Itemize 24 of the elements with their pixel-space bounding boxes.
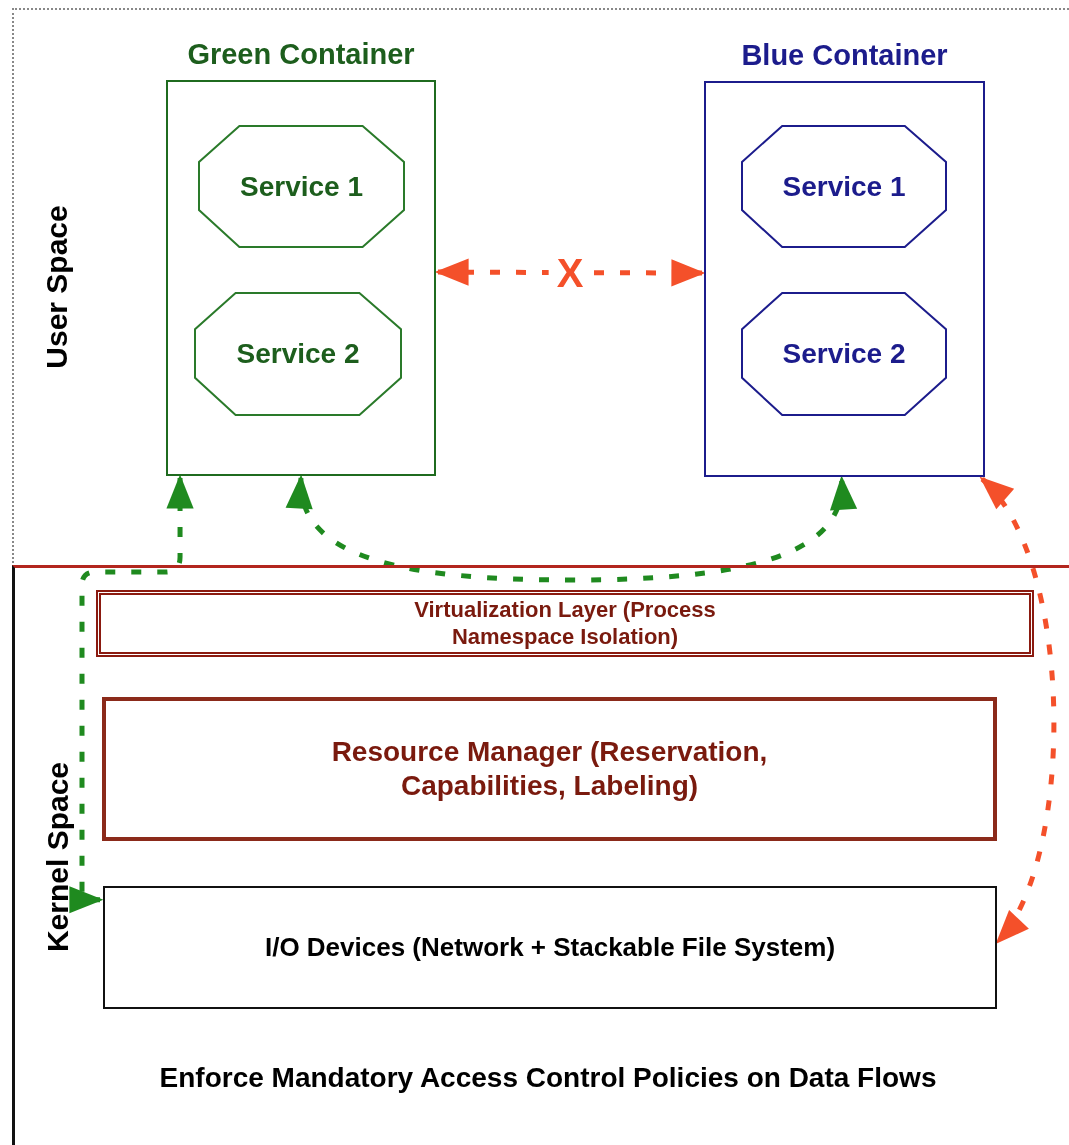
virtualization-layer-box [96,590,1034,657]
user-space-band [12,8,1069,563]
dashed-arrow [434,258,706,287]
kernel-space-band [12,565,1069,1145]
service-octagon [198,125,405,248]
layer-label: Virtualization Layer (Process Namespace Isolation) [413,597,717,650]
service-label: Service 1 [240,170,363,203]
layer-label: Resource Manager (Reservation, Capabilities, Labeling) [330,735,769,803]
io-devices-box [103,886,997,1009]
band-label: Kernel Space [41,761,75,952]
dashed-arrow [69,474,194,914]
service-label: Service 1 [782,170,906,203]
diagram-caption: Enforce Mandatory Access Control Policies on Data Flows [159,1062,937,1094]
service-octagon [741,125,947,248]
service-octagon [194,292,402,416]
service-label: Service 2 [236,338,360,370]
dashed-arrow [979,476,1057,945]
layer-label: I/O Devices (Network + Stackable File System) [264,931,836,964]
resource-manager-box [102,697,997,841]
band-label: User Space [40,204,74,369]
container-title: Green Container [187,38,415,71]
container-title: Blue Container [741,39,948,72]
service-label: Service 2 [782,338,906,370]
service-octagon [741,292,947,416]
